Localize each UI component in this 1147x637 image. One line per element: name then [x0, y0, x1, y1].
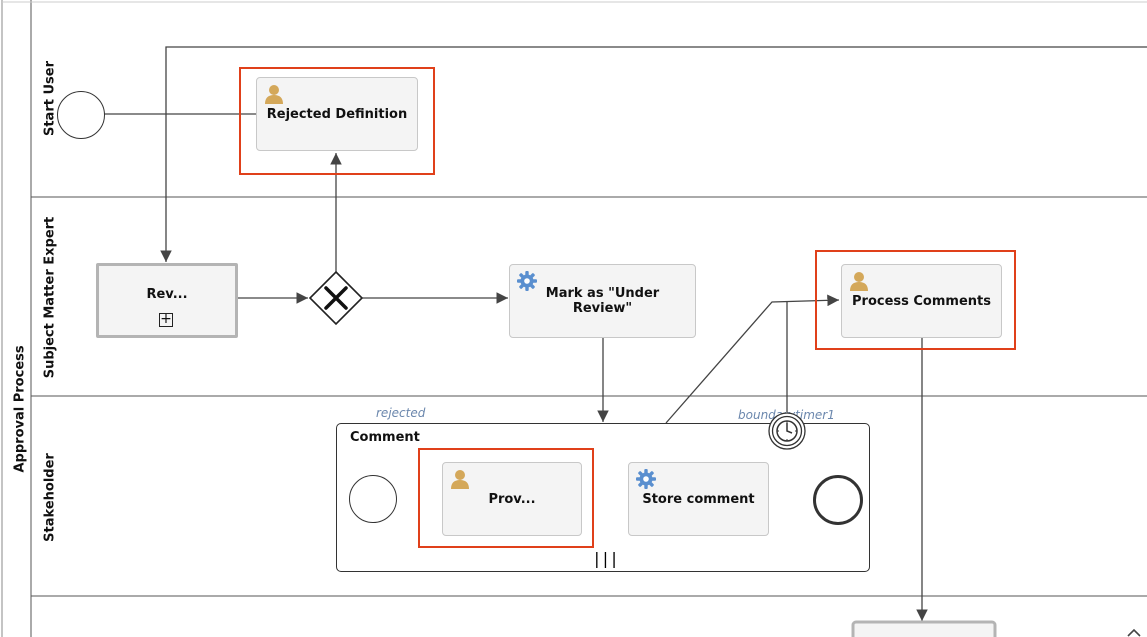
gear-icon	[636, 469, 656, 489]
lane-label-stakeholder: Stakeholder	[42, 453, 58, 542]
task-label: Prov...	[488, 491, 536, 507]
boundary-timer-event[interactable]	[767, 411, 807, 451]
clock-icon	[776, 420, 798, 442]
subprocess-end-event[interactable]	[813, 475, 863, 525]
exclusive-gateway[interactable]	[308, 270, 364, 326]
task-review-subprocess[interactable]: Rev... +	[96, 263, 238, 338]
plus-icon: +	[159, 311, 173, 327]
multi-instance-marker: |||	[592, 549, 619, 568]
task-rejected-definition[interactable]: Rejected Definition	[256, 77, 418, 151]
gear-icon	[517, 271, 537, 291]
subprocess-title: Comment	[350, 430, 420, 445]
task-process-comments[interactable]: Process Comments	[841, 264, 1002, 338]
flow-label-rejected: rejected	[376, 406, 426, 420]
task-label: Rejected Definition	[266, 106, 408, 122]
task-label: Rev...	[146, 287, 188, 302]
lane-label-sme: Subject Matter Expert	[42, 216, 58, 379]
user-icon	[451, 470, 469, 489]
subprocess-start-event[interactable]	[349, 475, 397, 523]
chevron-up-icon	[1127, 628, 1141, 637]
lane-label-start-user: Start User	[42, 60, 58, 137]
task-label: Process Comments	[852, 293, 991, 309]
task-label: Mark as "Under Review"	[545, 286, 660, 316]
flow-loop-to-review	[160, 46, 1147, 262]
x-icon	[324, 286, 348, 310]
task-store-comment[interactable]: Store comment	[628, 462, 769, 536]
lane-dividers	[31, 196, 1147, 597]
start-event[interactable]	[57, 91, 105, 139]
task-provide[interactable]: Prov...	[442, 462, 582, 536]
task-mark-under-review[interactable]: Mark as "Under Review"	[509, 264, 696, 338]
task-label: Store comment	[642, 491, 755, 507]
user-icon	[265, 85, 283, 104]
partial-task-bottom	[851, 620, 997, 637]
user-icon	[850, 272, 868, 291]
pool-label: Approval Process	[12, 345, 28, 473]
